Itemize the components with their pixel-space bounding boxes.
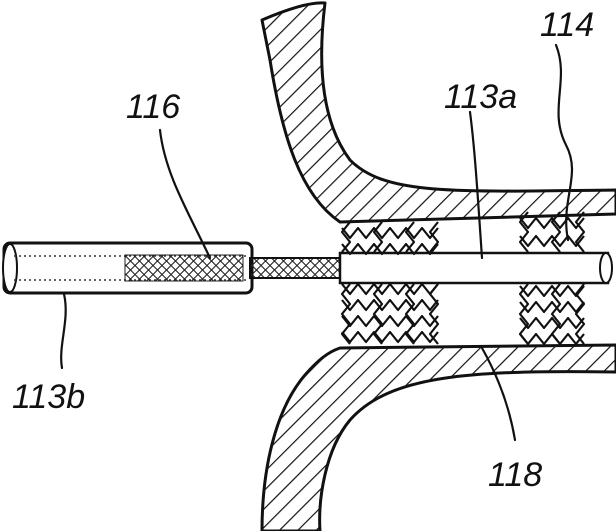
leader-116: [160, 130, 210, 258]
label-113a: 113a: [444, 78, 517, 116]
leader-113a: [470, 112, 482, 258]
leader-113b: [61, 294, 66, 368]
lower-vessel-wall: [262, 345, 616, 531]
label-116: 116: [126, 88, 180, 126]
label-114: 114: [540, 6, 594, 44]
delivery-catheter: [3, 243, 252, 293]
inner-tube: [340, 253, 612, 283]
label-118: 118: [488, 456, 542, 494]
braided-shaft: [250, 258, 342, 278]
label-113b: 113b: [12, 378, 85, 416]
